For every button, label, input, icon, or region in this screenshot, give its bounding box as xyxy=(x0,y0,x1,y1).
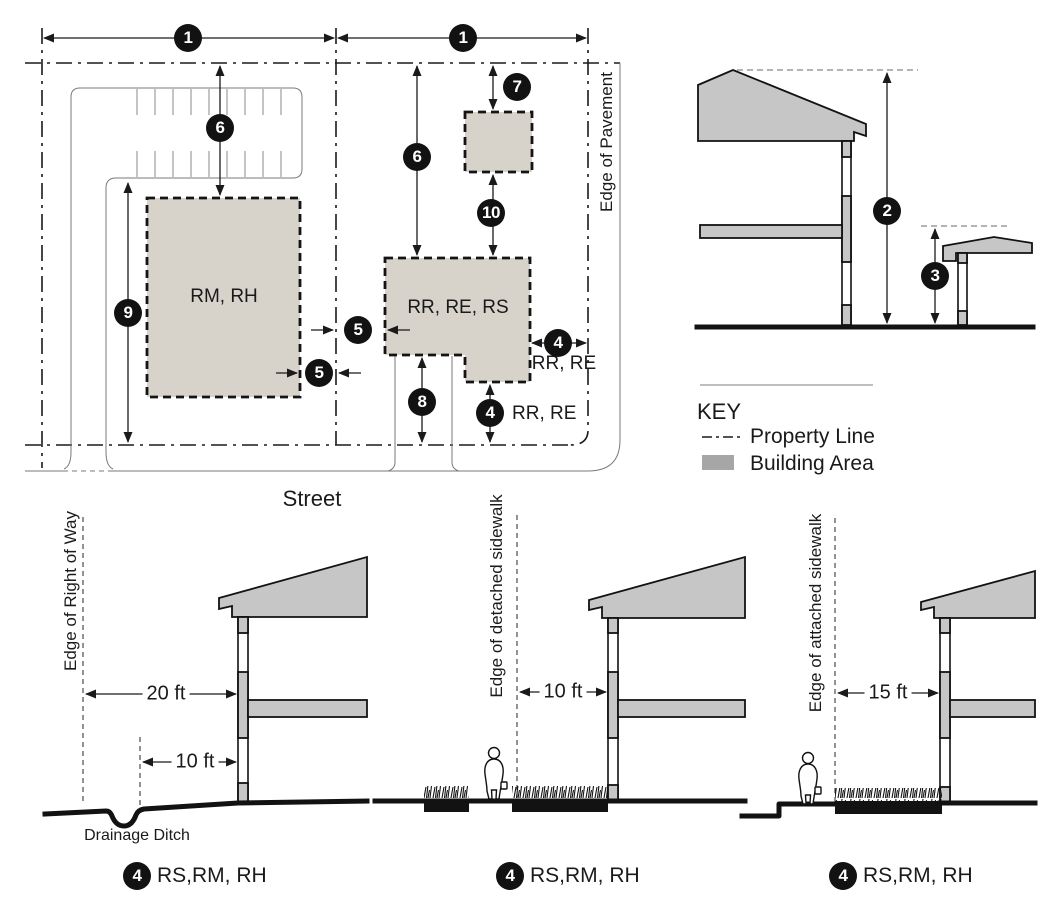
badge-lot-width-right: 1 xyxy=(449,24,477,52)
badge-accessory-front-setback: 7 xyxy=(503,73,531,101)
rear-zones-label: RR, RE xyxy=(512,403,577,424)
site-plan-lines xyxy=(25,28,621,472)
height-section-lines xyxy=(694,69,1036,330)
badge-building-separation: 10 xyxy=(477,199,505,227)
building-rm-rh xyxy=(145,196,302,399)
dim-10ft-label: 10 ft xyxy=(171,750,219,774)
drainage-ditch-label: Drainage Ditch xyxy=(84,827,190,844)
badge-lot-width-left: 1 xyxy=(174,24,202,52)
building-rr-label: RR, RE, RS xyxy=(407,297,509,318)
badge-section1-setback: 4 xyxy=(123,862,151,890)
section-detached-sidewalk-lines xyxy=(372,515,748,812)
section-attached-sidewalk-lines xyxy=(739,518,1038,819)
badge-rear-setback-rr: 4 xyxy=(476,399,504,427)
edge-of-detached-sidewalk-label: Edge of detached sidewalk xyxy=(487,494,506,698)
section2-zones-label: RS,RM, RH xyxy=(530,864,640,887)
badge-street-side-setback: 4 xyxy=(544,329,572,357)
street-label: Street xyxy=(282,486,342,511)
key-building-area-label: Building Area xyxy=(750,452,874,475)
edge-of-attached-sidewalk-label: Edge of attached sidewalk xyxy=(806,513,825,713)
section1-zones-label: RS,RM, RH xyxy=(157,864,267,887)
key-samples xyxy=(700,384,873,470)
section3-zones-label: RS,RM, RH xyxy=(863,864,973,887)
badge-front-setback: 6 xyxy=(403,143,431,171)
key-title: KEY xyxy=(697,399,742,424)
dim-15ft-label: 15 ft xyxy=(864,681,912,705)
section-right-of-way-lines xyxy=(42,517,370,829)
badge-parking-setback: 6 xyxy=(206,114,234,142)
badge-side-setback: 9 xyxy=(114,299,142,327)
edge-of-pavement-label: Edge of Pavement xyxy=(597,72,616,212)
badge-main-building-height: 2 xyxy=(873,197,901,225)
street-side-zones-label: RR, RE xyxy=(531,353,597,374)
badge-accessory-building-height: 3 xyxy=(921,262,949,290)
pedestrian-figure xyxy=(798,751,822,805)
dim-10ft-detached-label: 10 ft xyxy=(539,680,587,704)
accessory-building xyxy=(463,110,534,174)
badge-rear-setback: 8 xyxy=(408,388,436,416)
badge-section3-setback: 4 xyxy=(829,862,857,890)
badge-interior-side-right: 5 xyxy=(344,316,372,344)
badge-interior-side-left: 5 xyxy=(305,359,333,387)
badge-section2-setback: 4 xyxy=(496,862,524,890)
building-rr-re-rs xyxy=(383,256,532,384)
building-area-swatch xyxy=(702,455,734,470)
edge-of-right-of-way-label: Edge of Right of Way xyxy=(61,510,80,672)
dim-20ft-label: 20 ft xyxy=(142,682,190,706)
key-property-line-label: Property Line xyxy=(750,425,875,448)
building-rm-label: RM, RH xyxy=(190,286,258,307)
pedestrian-figure xyxy=(484,746,508,800)
